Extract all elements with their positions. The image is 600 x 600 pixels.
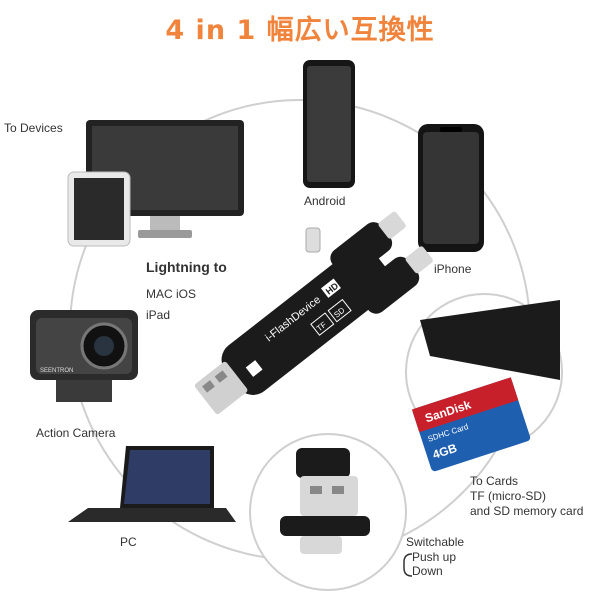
mac-ios-label: MAC iOS [146, 287, 197, 301]
switchable-label: Switchable [406, 535, 465, 549]
iphone-icon [418, 124, 484, 252]
windows-icon [245, 360, 263, 377]
to-cards-label: To Cards [470, 474, 519, 488]
action-camera-icon: SEENTRON [30, 310, 138, 402]
tablet-icon [67, 171, 131, 247]
pc-label: PC [120, 535, 137, 549]
to-devices-label: To Devices [4, 121, 63, 135]
android-label: Android [304, 194, 346, 208]
sd-memory-card-label: and SD memory card [470, 504, 584, 518]
lightning-to-label: Lightning to [146, 259, 227, 275]
card-reader-device: i-FlashDevice HD TF SD [194, 211, 433, 415]
down-label: Down [412, 564, 443, 578]
laptop-icon [68, 446, 236, 522]
page-title: 4 in 1 幅広い互換性 [165, 15, 435, 46]
tf-micro-sd-label: TF (micro-SD) [470, 489, 546, 503]
android-phone-icon [303, 60, 355, 188]
push-up-label: Push up [412, 550, 457, 564]
camera-brand-text: SEENTRON [40, 368, 73, 374]
action-camera-label: Action Camera [36, 426, 116, 440]
switch-bracket [403, 553, 413, 577]
lightning-connector [305, 227, 321, 253]
iphone-label: iPhone [434, 262, 472, 276]
ipad-label: iPad [146, 308, 171, 322]
switch-inset [249, 433, 407, 591]
card-inset: SanDisk SDHC Card 4GB [405, 293, 563, 472]
